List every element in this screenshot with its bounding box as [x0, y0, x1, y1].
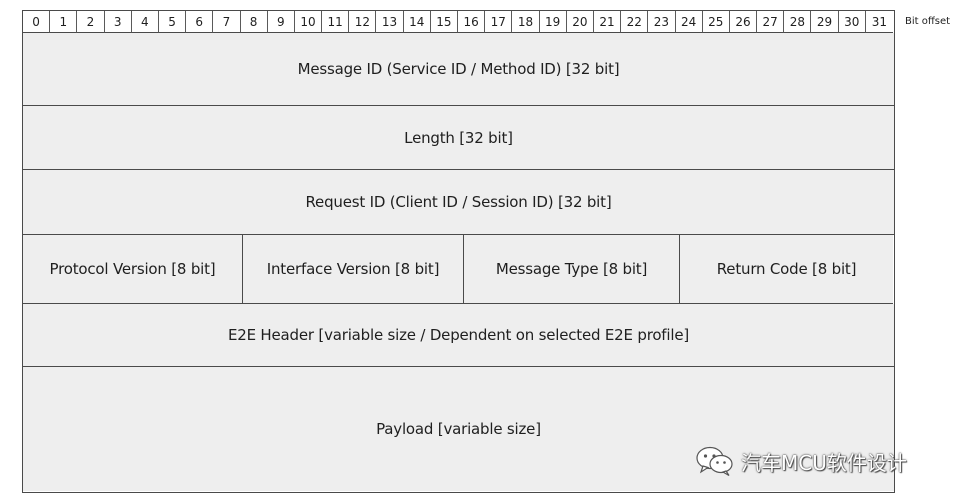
- bit-cell: 5: [158, 11, 187, 33]
- interface-version-label: Interface Version [8 bit]: [266, 260, 440, 278]
- bit-cell: 4: [131, 11, 159, 33]
- bit-cell: 30: [838, 11, 866, 33]
- request-id-row: Request ID (Client ID / Session ID) [32 …: [23, 170, 894, 235]
- bit-cell: 18: [512, 11, 540, 33]
- bit-cell: 7: [213, 11, 241, 33]
- bit-cell: 2: [77, 11, 105, 33]
- message-id-label: Message ID (Service ID / Method ID) [32 …: [297, 60, 620, 78]
- message-type-label: Message Type [8 bit]: [495, 260, 648, 278]
- bit-cell: 9: [267, 11, 295, 33]
- interface-version-field: Interface Version [8 bit]: [243, 235, 464, 304]
- message-type-field: Message Type [8 bit]: [464, 235, 680, 304]
- watermark-text: 汽车MCU软件设计: [741, 450, 907, 475]
- bit-cell: 17: [485, 11, 513, 33]
- bit-cell: 22: [621, 11, 649, 33]
- bit-cell: 25: [702, 11, 730, 33]
- bit-cell: 1: [50, 11, 78, 33]
- bit-cell: 15: [430, 11, 458, 33]
- message-id-row: Message ID (Service ID / Method ID) [32 …: [23, 33, 894, 106]
- request-id-label: Request ID (Client ID / Session ID) [32 …: [305, 193, 612, 211]
- bit-cell: 21: [593, 11, 622, 33]
- bit-cell: 27: [757, 11, 785, 33]
- bit-cell: 23: [648, 11, 676, 33]
- watermark: 汽车MCU软件设计: [695, 445, 907, 477]
- return-code-label: Return Code [8 bit]: [716, 260, 857, 278]
- bit-cell: 11: [322, 11, 350, 33]
- bit-cell: 0: [23, 11, 51, 33]
- return-code-field: Return Code [8 bit]: [680, 235, 893, 304]
- bit-cell: 16: [458, 11, 486, 33]
- bit-cell: 19: [539, 11, 567, 33]
- bit-cell: 29: [811, 11, 839, 33]
- bit-cell: 12: [349, 11, 377, 33]
- bit-cell: 24: [675, 11, 703, 33]
- e2e-header-label: E2E Header [variable size / Dependent on…: [227, 326, 690, 344]
- bit-cell: 6: [186, 11, 214, 33]
- bit-cell: 28: [784, 11, 812, 33]
- protocol-version-label: Protocol Version [8 bit]: [49, 260, 216, 278]
- bit-cell: 10: [294, 11, 323, 33]
- payload-label: Payload [variable size]: [376, 420, 541, 438]
- bit-cell: 31: [865, 11, 893, 33]
- payload-row: Payload [variable size]: [23, 367, 894, 491]
- bit-cell: 20: [566, 11, 594, 33]
- e2e-header-row: E2E Header [variable size / Dependent on…: [23, 304, 894, 367]
- bit-offset-label: Bit offset: [905, 16, 951, 27]
- bit-cell: 26: [729, 11, 758, 33]
- length-row: Length [32 bit]: [23, 106, 894, 170]
- bit-cell: 3: [104, 11, 132, 33]
- wechat-icon: [695, 445, 735, 477]
- length-label: Length [32 bit]: [404, 128, 513, 147]
- protocol-version-field: Protocol Version [8 bit]: [23, 235, 243, 304]
- bit-cell: 8: [240, 11, 268, 33]
- bit-cell: 14: [403, 11, 431, 33]
- bit-cell: 13: [376, 11, 404, 33]
